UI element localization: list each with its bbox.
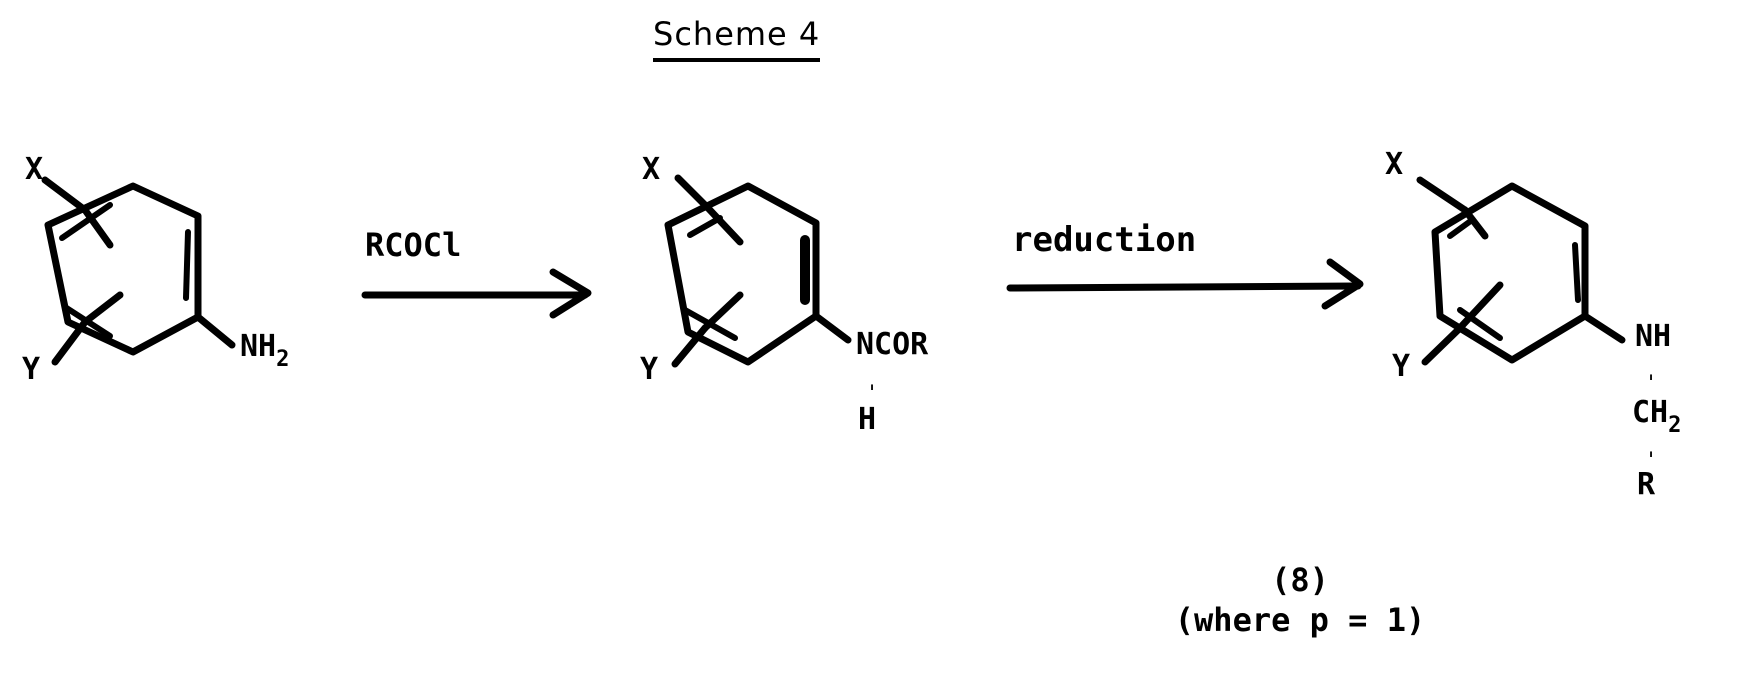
intermediate-benzene-ring <box>664 174 852 368</box>
reagent-acyl-chloride: RCOCl <box>365 226 462 264</box>
reaction-arrow-1 <box>361 268 592 319</box>
methylene-label: CH <box>1632 395 1669 430</box>
product-benzene-ring <box>1416 176 1626 366</box>
intermediate-amide-group: NCOR <box>856 327 929 362</box>
methylene-subscript: 2 <box>1668 413 1682 438</box>
product-methylene-group: CH2 <box>1632 395 1681 439</box>
reaction-arrow-2 <box>1006 258 1364 310</box>
reactant-substituent-x: X <box>25 152 44 187</box>
intermediate-substituent-y: Y <box>640 352 659 387</box>
reactant-benzene-ring <box>41 176 236 366</box>
reactant-amine-group: NH2 <box>240 329 289 373</box>
product-bond-dot-1: ˈ <box>1645 371 1658 395</box>
product-bond-dot-2: ˈ <box>1645 448 1658 472</box>
amine-subscript: 2 <box>276 347 290 372</box>
compound-number: (8) <box>1271 561 1329 599</box>
product-substituent-y: Y <box>1392 349 1411 384</box>
compound-condition: (where p = 1) <box>1174 601 1426 639</box>
scheme-title: Scheme 4 <box>653 14 821 62</box>
amine-label: NH <box>240 329 277 364</box>
reagent-reduction: reduction <box>1012 220 1197 260</box>
product-r-group: R <box>1637 467 1656 502</box>
intermediate-amide-hydrogen: H <box>858 402 877 437</box>
intermediate-substituent-x: X <box>642 152 661 187</box>
reactant-substituent-y: Y <box>22 352 41 387</box>
product-amine-group: NH <box>1635 319 1672 354</box>
intermediate-bond-dot: ˈ <box>866 381 879 405</box>
product-substituent-x: X <box>1385 147 1404 182</box>
